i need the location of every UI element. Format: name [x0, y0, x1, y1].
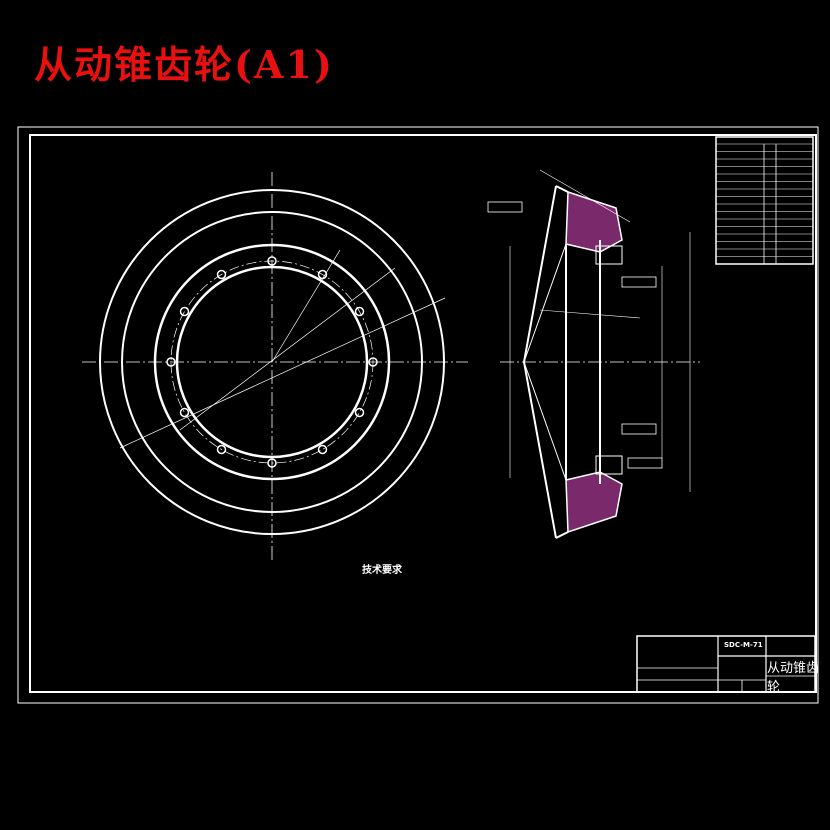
bolt-hole	[354, 407, 365, 418]
bolt-hole	[317, 444, 328, 455]
outer-circle	[99, 189, 445, 535]
section-view	[487, 169, 700, 539]
bolt-hole	[368, 357, 378, 367]
gear-parameters-table	[715, 136, 814, 265]
bolt-hole	[317, 269, 328, 280]
sheet-inner-border	[29, 134, 817, 693]
bolt-hole	[216, 444, 227, 455]
bolt-hole	[267, 256, 277, 266]
bolt-hole	[166, 357, 176, 367]
tooth-root-circle	[121, 211, 423, 513]
title-block	[636, 635, 816, 693]
bolt-pitch-circle	[170, 260, 374, 464]
bolt-hole	[179, 407, 190, 418]
part-name: 从动锥齿轮	[767, 661, 820, 695]
bolt-hole	[179, 306, 190, 317]
bolt-hole	[267, 458, 277, 468]
bolt-hole	[354, 306, 365, 317]
tech-requirements-title: 技术要求	[362, 565, 402, 576]
bolt-holes	[166, 256, 378, 468]
section-hatch-bottom	[565, 471, 623, 534]
drawing-code: SDC-M-71	[724, 641, 763, 649]
page-title: 从动锥齿轮(A1)	[34, 42, 334, 87]
flange-circle	[153, 243, 391, 481]
bolt-hole	[216, 269, 227, 280]
bore-circle	[175, 265, 369, 459]
front-view	[82, 172, 468, 560]
sheet-outer-border	[17, 126, 819, 704]
technical-requirements: 技术要求	[300, 566, 402, 582]
